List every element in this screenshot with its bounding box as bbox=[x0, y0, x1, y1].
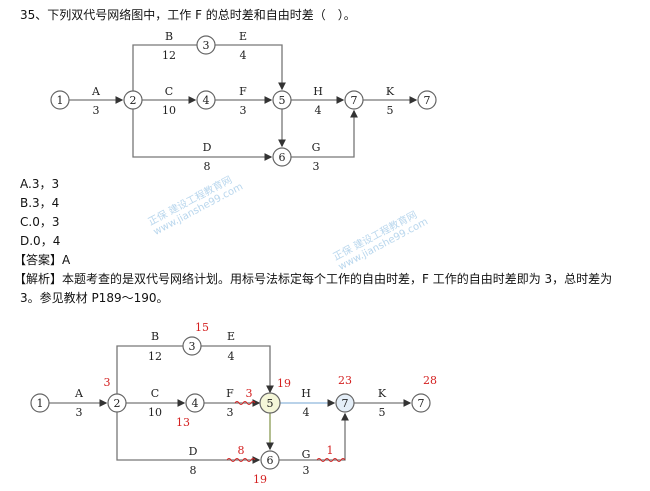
diagram-label: 2 bbox=[114, 397, 121, 410]
diagram-label: 3 bbox=[189, 340, 196, 353]
diagram-label: 5 bbox=[379, 406, 386, 419]
diagram-label: 5 bbox=[279, 94, 286, 107]
diagram-label: K bbox=[378, 387, 387, 400]
activity-duration: 10 bbox=[162, 104, 176, 117]
node: 2 bbox=[107, 393, 127, 413]
wavy-line-free-float bbox=[226, 458, 256, 462]
diagram-label: 4 bbox=[228, 350, 235, 363]
diagram-label: 3 bbox=[76, 406, 83, 419]
activity-duration: 3 bbox=[313, 160, 320, 173]
node: 2 bbox=[123, 90, 143, 110]
diagram-label: 1 bbox=[57, 94, 64, 107]
node: 7 bbox=[335, 393, 355, 413]
diagram-label: G bbox=[302, 448, 311, 461]
free-float-mark: 3 bbox=[246, 387, 253, 400]
diagram-label: A bbox=[74, 387, 84, 400]
earliest-time-mark: 19 bbox=[277, 377, 291, 390]
earliest-time-mark: 19 bbox=[253, 473, 267, 486]
diagram-label: D bbox=[189, 445, 198, 458]
option-a: A.3，3 bbox=[20, 177, 60, 191]
activity-label: K bbox=[386, 85, 395, 98]
diagram-label: 4 bbox=[192, 397, 199, 410]
node: 5 bbox=[272, 90, 292, 110]
activity-label: H bbox=[313, 85, 323, 98]
analysis-line-1: 【解析】本题考查的是双代号网络计划。用标号法标定每个工作的自由时差，F 工作的自… bbox=[14, 272, 613, 286]
activity-label: A bbox=[91, 85, 101, 98]
free-float-mark: 8 bbox=[238, 444, 245, 457]
network-diagram-solution: 1 2 3 4 5 7 7 6 A3 B12 E4 C10 F3 H4 K5 D… bbox=[30, 321, 437, 486]
diagram-label: 7 bbox=[424, 94, 431, 107]
diagram-label: 2 bbox=[130, 94, 137, 107]
activity-label: F bbox=[239, 85, 247, 98]
node: 5 bbox=[259, 392, 281, 414]
node: 3 bbox=[182, 336, 202, 356]
diagram-label: C bbox=[151, 387, 159, 400]
earliest-time-mark: 13 bbox=[176, 416, 190, 429]
activity-duration: 12 bbox=[162, 49, 176, 62]
question-title: 35、下列双代号网络图中，工作 F 的总时差和自由时差（ ）。 bbox=[20, 8, 356, 22]
diagram-label: 6 bbox=[279, 151, 286, 164]
node: 6 bbox=[260, 450, 280, 470]
option-d: D.0，4 bbox=[20, 234, 61, 248]
diagram-label: E bbox=[227, 330, 235, 343]
node: 3 bbox=[196, 35, 216, 55]
node: 7 bbox=[344, 90, 364, 110]
activity-label: G bbox=[312, 141, 321, 154]
network-diagram-question: 1 2 3 4 5 7 7 6 A 3 B 12 E 4 C 10 F 3 H 4 K 5 D… bbox=[50, 30, 437, 173]
wavy-line-free-float bbox=[316, 458, 346, 462]
activity-duration: 4 bbox=[315, 104, 322, 117]
option-c: C.0，3 bbox=[20, 215, 60, 229]
node: 7 bbox=[411, 393, 431, 413]
answer: 【答案】A bbox=[14, 253, 71, 267]
diagram-label: 7 bbox=[418, 397, 425, 410]
node: 6 bbox=[272, 147, 292, 167]
diagram-label: 4 bbox=[203, 94, 210, 107]
activity-duration: 4 bbox=[240, 49, 247, 62]
activity-label: C bbox=[165, 85, 173, 98]
activity-label: D bbox=[203, 141, 212, 154]
option-b: B.3，4 bbox=[20, 196, 60, 210]
diagram-label: 1 bbox=[37, 397, 44, 410]
activity-duration: 3 bbox=[240, 104, 247, 117]
analysis-line-2: 3。参见教材 P189～190。 bbox=[20, 291, 169, 305]
diagram-label: H bbox=[301, 387, 311, 400]
diagram-label: F bbox=[226, 387, 234, 400]
node: 1 bbox=[30, 393, 50, 413]
activity-label: E bbox=[239, 30, 247, 43]
wavy-line-free-float bbox=[234, 401, 256, 405]
diagram-label: 12 bbox=[148, 350, 162, 363]
diagram-label: 3 bbox=[227, 406, 234, 419]
earliest-time-mark: 3 bbox=[104, 376, 111, 389]
activity-label: B bbox=[165, 30, 173, 43]
node: 1 bbox=[50, 90, 70, 110]
diagram-label: 5 bbox=[267, 397, 274, 410]
diagram-label: B bbox=[151, 330, 159, 343]
activity-duration: 8 bbox=[204, 160, 211, 173]
earliest-time-mark: 15 bbox=[195, 321, 209, 334]
node: 7 bbox=[417, 90, 437, 110]
diagram-label: 10 bbox=[148, 406, 162, 419]
diagram-label: 3 bbox=[303, 464, 310, 477]
node: 4 bbox=[196, 90, 216, 110]
diagram-label: 3 bbox=[203, 39, 210, 52]
diagram-label: 4 bbox=[303, 406, 310, 419]
diagram-label: 6 bbox=[267, 454, 274, 467]
activity-duration: 3 bbox=[93, 104, 100, 117]
activity-duration: 5 bbox=[387, 104, 394, 117]
free-float-mark: 1 bbox=[327, 444, 334, 457]
node: 4 bbox=[185, 393, 205, 413]
earliest-time-mark: 28 bbox=[423, 374, 437, 387]
diagram-label: 7 bbox=[342, 397, 349, 410]
diagram-label: 8 bbox=[190, 464, 197, 477]
diagram-label: 7 bbox=[351, 94, 358, 107]
earliest-time-mark: 23 bbox=[338, 374, 352, 387]
